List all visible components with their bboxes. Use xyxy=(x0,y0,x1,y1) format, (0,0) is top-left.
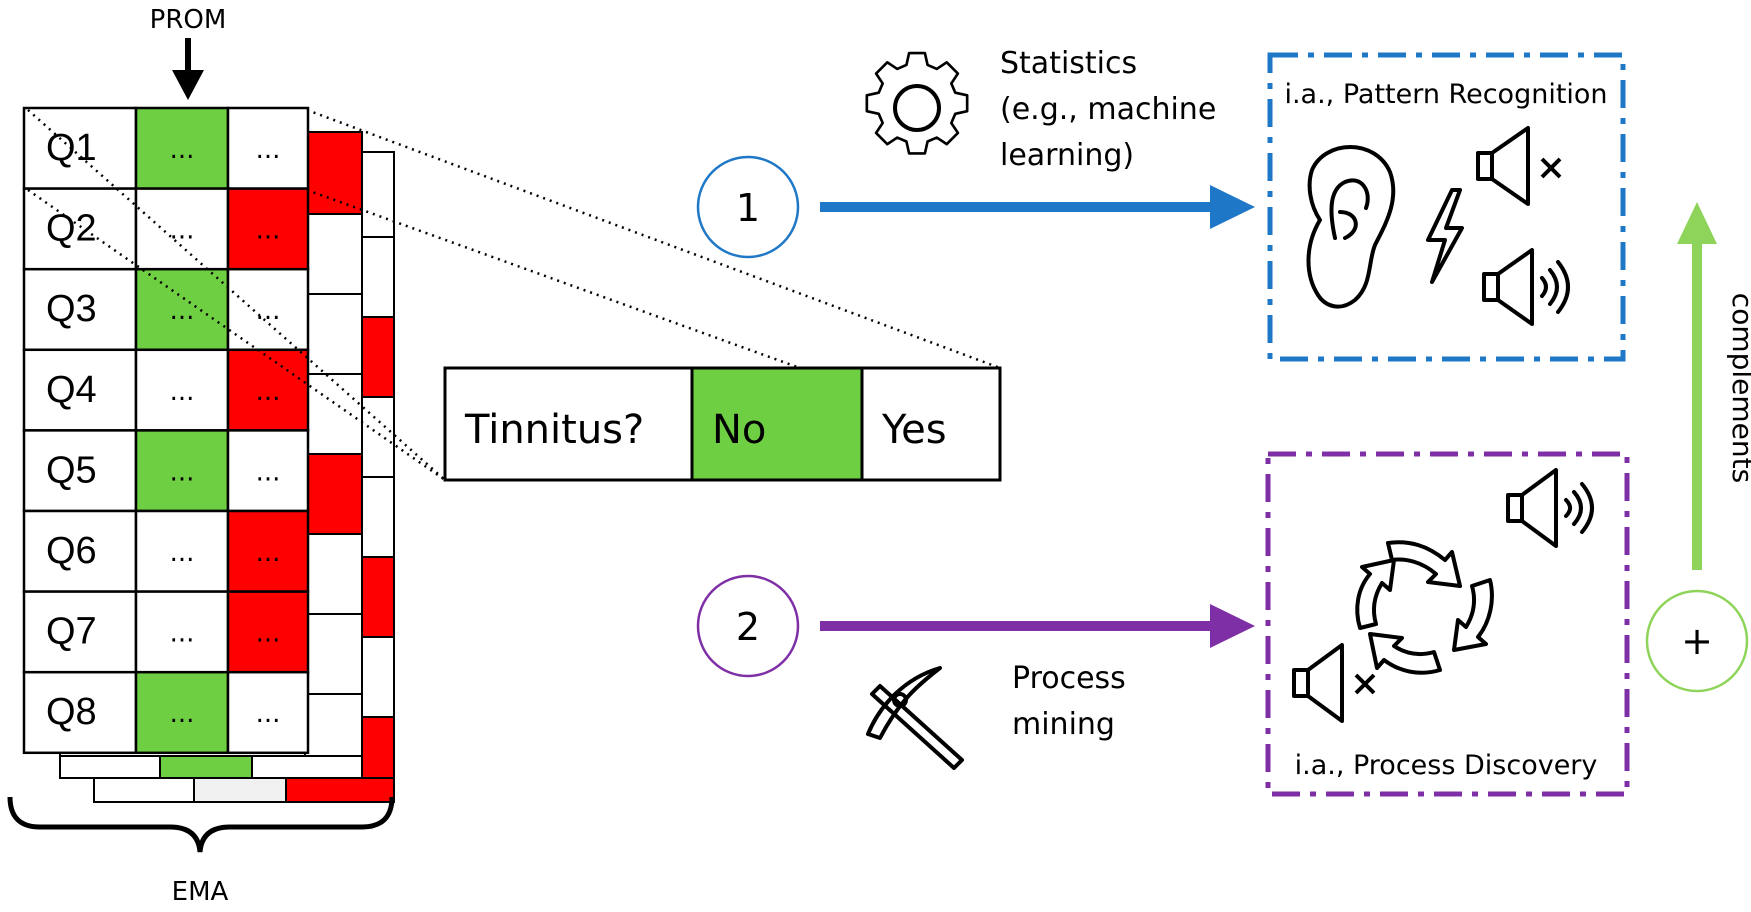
prom-down-arrow xyxy=(172,38,204,100)
question-row-8: Q8...... xyxy=(22,670,310,755)
prom-label: PROM xyxy=(150,5,227,35)
question-row-3: Q3...... xyxy=(22,267,310,352)
complements-connector: complements + xyxy=(1645,202,1751,693)
path-2-method-line-1: Process xyxy=(1012,661,1126,696)
answer-cell-1-text: ... xyxy=(170,457,195,487)
question-label: Q8 xyxy=(46,691,97,733)
answer-cell-1-text: ... xyxy=(170,377,195,407)
speaker-muted-icon xyxy=(1292,643,1376,723)
pickaxe-icon xyxy=(866,666,964,770)
tinnitus-answer-row: Tinnitus? No Yes xyxy=(443,366,1002,482)
question-row-1: Q1...... xyxy=(22,106,310,190)
answer-cell-2-text: ... xyxy=(256,538,281,568)
zoom-dotted-lines xyxy=(27,108,1001,482)
question-row-2: Q2...... xyxy=(22,187,310,271)
pattern-recognition-title: i.a., Pattern Recognition xyxy=(1284,79,1607,110)
answer-cell-2-text: ... xyxy=(256,377,281,407)
answer-cell-1 xyxy=(134,187,230,271)
path-1-method-line-3: learning) xyxy=(1000,138,1134,173)
question-label: Q4 xyxy=(46,369,97,411)
answer-cell-2 xyxy=(226,509,310,593)
gear-icon xyxy=(865,51,969,155)
path-2-circle xyxy=(696,574,800,678)
speaker-sound-icon xyxy=(1482,248,1570,326)
option-yes: Yes xyxy=(881,407,947,453)
complements-label: complements xyxy=(1726,293,1751,483)
question-row-7: Q7...... xyxy=(22,590,310,674)
option-no-cell xyxy=(690,366,864,482)
path-1-number: 1 xyxy=(736,186,760,230)
ema-questionnaire-grid: Q1......Q2......Q3......Q4......Q5......… xyxy=(22,106,310,755)
answer-cell-1 xyxy=(134,348,230,432)
question-label-cell xyxy=(22,509,138,593)
question-row-6: Q6...... xyxy=(22,509,310,593)
answer-cell-1-text: ... xyxy=(170,538,195,568)
ear-icon xyxy=(1306,145,1396,309)
question-label: Q6 xyxy=(46,530,97,572)
ema-brace xyxy=(7,796,395,853)
answer-cell-2-text: ... xyxy=(256,135,281,165)
path-2: 2 Process mining i.a., Process Discovery xyxy=(696,451,1630,797)
path-1-arrow xyxy=(820,185,1255,229)
answer-cell-2 xyxy=(226,187,310,271)
path-1: 1 Statistics (e.g., machine learning) i.… xyxy=(696,46,1626,362)
speaker-muted-icon xyxy=(1476,126,1562,206)
answer-cell-1-text: ... xyxy=(170,216,195,246)
question-row-5: Q5...... xyxy=(22,429,310,513)
path-2-number: 2 xyxy=(736,605,760,649)
plus-symbol: + xyxy=(1681,619,1713,663)
answer-cell-1-text: ... xyxy=(170,135,195,165)
option-no: No xyxy=(712,407,766,453)
ema-label: EMA xyxy=(172,877,229,907)
tinnitus-question: Tinnitus? xyxy=(464,407,644,453)
answer-cell-1 xyxy=(134,590,230,674)
lightning-icon xyxy=(1426,188,1464,284)
speaker-sound-icon xyxy=(1506,468,1594,548)
question-label: Q3 xyxy=(46,288,97,330)
question-label-cell xyxy=(22,590,138,674)
question-label: Q7 xyxy=(46,611,97,653)
answer-cell-2-text: ... xyxy=(256,699,281,729)
path-1-circle xyxy=(696,155,800,259)
pattern-recognition-box xyxy=(1267,52,1626,362)
answer-cell-2 xyxy=(226,348,310,432)
answer-cell-2 xyxy=(226,590,310,674)
answer-cell-1-text: ... xyxy=(170,296,195,326)
answer-cell-2 xyxy=(226,670,310,755)
path-1-method-line-2: (e.g., machine xyxy=(1000,92,1216,127)
path-2-method-line-2: mining xyxy=(1012,707,1115,742)
answer-cell-1-text: ... xyxy=(170,619,195,649)
answer-cell-2 xyxy=(226,106,310,190)
plus-circle xyxy=(1645,589,1749,693)
process-discovery-title: i.a., Process Discovery xyxy=(1295,750,1598,781)
question-label: Q5 xyxy=(46,449,97,491)
cycle-arrows-icon xyxy=(1355,540,1494,675)
answer-cell-2-text: ... xyxy=(256,457,281,487)
question-label-cell xyxy=(22,106,138,190)
answer-cell-1 xyxy=(134,429,230,513)
answer-cell-1 xyxy=(134,509,230,593)
answer-cell-1-text: ... xyxy=(170,699,195,729)
question-row-4: Q4...... xyxy=(22,348,310,432)
path-2-arrow xyxy=(820,604,1255,648)
answer-cell-1 xyxy=(134,670,230,755)
ema-stack: Q1......Q2......Q3......Q4......Q5......… xyxy=(22,106,395,803)
answer-cell-2-text: ... xyxy=(256,216,281,246)
answer-cell-2-text: ... xyxy=(256,619,281,649)
answer-cell-2-text: ... xyxy=(256,296,281,326)
question-label: Q2 xyxy=(46,208,97,250)
path-1-method-line-1: Statistics xyxy=(1000,46,1137,81)
process-discovery-box xyxy=(1265,451,1630,797)
